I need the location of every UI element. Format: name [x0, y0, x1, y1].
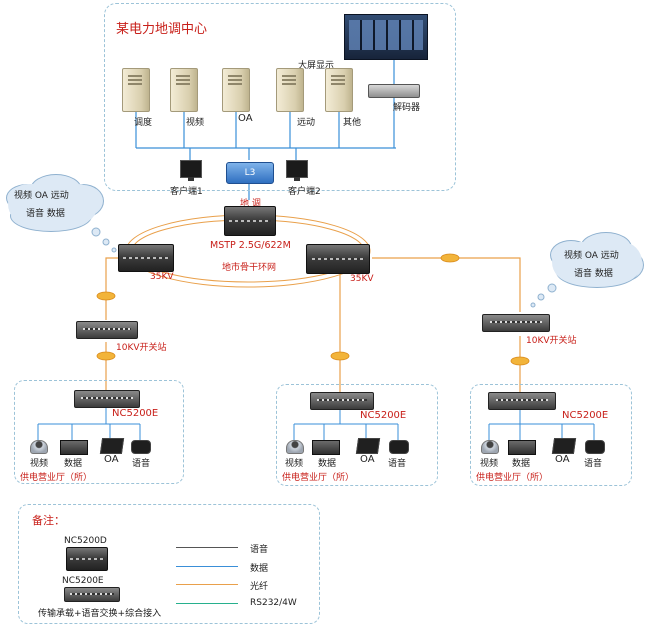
switch-station-right-device — [482, 314, 550, 332]
server-oa — [222, 68, 250, 112]
legend-line-voice — [176, 547, 238, 548]
office-left-ep-data: 数据 — [64, 459, 83, 469]
client2-computer-icon — [286, 160, 308, 181]
switch-station-left-device — [76, 321, 138, 339]
l3-switch-label: L3 — [244, 168, 256, 178]
office-frame-middle — [276, 384, 438, 486]
office-right-hall-label: 供电营业厅（所） — [476, 473, 549, 483]
office-right-ep-data: 数据 — [512, 459, 531, 469]
big-screen-label: 大屏显示 — [298, 61, 335, 71]
l3-switch-icon: L3 — [226, 162, 274, 184]
legend-nc5200e-device — [64, 587, 120, 602]
legend-device2-label: NC5200E — [62, 576, 104, 586]
fiber-markers — [96, 253, 530, 366]
center-data-lines — [135, 60, 396, 200]
office-right-ep-voice: 语音 — [584, 459, 603, 469]
office-middle-ep-oa: OA — [360, 454, 375, 465]
office-middle-data-server-icon — [312, 440, 340, 455]
dispatch-node-label: 地 调 — [240, 199, 261, 209]
office-middle-laptop-icon — [355, 438, 381, 454]
server-label-other: 其他 — [343, 118, 362, 128]
office-middle-camera-icon — [286, 440, 304, 454]
office-frame-right — [470, 384, 632, 486]
switch-station-left-label: 10KV开关站 — [116, 343, 167, 353]
legend-note: 传输承载+语音交换+综合接入 — [38, 609, 162, 619]
office-left-nc5200e-device — [74, 390, 140, 408]
legend-frame — [18, 504, 320, 624]
legend-fiber-label: 光纤 — [250, 582, 269, 592]
office-middle-device-label: NC5200E — [360, 410, 407, 421]
legend-line-fiber — [176, 584, 238, 585]
legend-device1-label: NC5200D — [64, 536, 107, 546]
dispatch-center-frame — [104, 3, 456, 191]
node-35kv-right-label: 35KV — [350, 274, 374, 284]
office-right-camera-icon — [481, 440, 499, 454]
office-right-ep-oa: OA — [555, 454, 570, 465]
office-right-device-label: NC5200E — [562, 410, 609, 421]
office-middle-nc5200e-device — [310, 392, 374, 410]
ring-sub-label: 地市骨干环网 — [222, 263, 277, 273]
office-right-data-server-icon — [508, 440, 536, 455]
office-right-ep-video: 视频 — [480, 459, 499, 469]
office-left-hall-label: 供电营业厅（所） — [20, 473, 93, 483]
office-middle-ep-video: 视频 — [285, 459, 304, 469]
office-right-nc5200e-device — [488, 392, 556, 410]
office-left-phone-icon — [131, 440, 151, 454]
client1-label: 客户端1 — [170, 187, 203, 197]
server-telecontrol — [276, 68, 304, 112]
legend-title: 备注： — [32, 514, 65, 527]
cloud-right-row2: 语音 数据 — [574, 269, 613, 279]
cloud-left-row2: 语音 数据 — [26, 209, 65, 219]
server-video — [170, 68, 198, 112]
office-left-ep-voice: 语音 — [132, 459, 151, 469]
cloud-left-row1: 视频 OA 远动 — [14, 191, 69, 201]
server-label-video: 视频 — [186, 118, 205, 128]
server-label-oa: OA — [238, 113, 253, 124]
office-middle-ep-data: 数据 — [318, 459, 337, 469]
server-label-telecontrol: 远动 — [297, 118, 316, 128]
cloud-right-row1: 视频 OA 远动 — [564, 251, 619, 261]
server-other — [325, 68, 353, 112]
center-title: 某电力地调中心 — [116, 22, 208, 37]
office-left-laptop-icon — [99, 438, 125, 454]
decoder-device — [368, 84, 420, 98]
legend-nc5200d-device — [66, 547, 108, 571]
office-middle-hall-label: 供电营业厅（所） — [282, 473, 355, 483]
office-left-ep-oa: OA — [104, 454, 119, 465]
server-dispatch — [122, 68, 150, 112]
legend-voice-label: 语音 — [250, 545, 269, 555]
node-35kv-left-device — [118, 244, 174, 272]
client1-computer-icon — [180, 160, 202, 181]
office-lines — [37, 408, 595, 440]
cloud-tails — [91, 227, 557, 308]
office-middle-ep-voice: 语音 — [388, 459, 407, 469]
office-left-camera-icon — [30, 440, 48, 454]
node-35kv-left-label: 35KV — [150, 272, 174, 282]
server-label-dispatch: 调度 — [134, 118, 153, 128]
office-left-device-label: NC5200E — [112, 408, 159, 419]
legend-line-data — [176, 566, 238, 567]
office-right-laptop-icon — [551, 438, 577, 454]
legend-line-rs232 — [176, 603, 238, 604]
decoder-label: 解码器 — [393, 103, 421, 113]
legend-data-label: 数据 — [250, 564, 269, 574]
office-right-phone-icon — [585, 440, 605, 454]
office-left-ep-video: 视频 — [30, 459, 49, 469]
office-frame-left — [14, 380, 184, 484]
ring-label: MSTP 2.5G/622M — [210, 240, 291, 251]
client2-label: 客户端2 — [288, 187, 321, 197]
big-screen-display — [344, 14, 428, 60]
node-35kv-right-device — [306, 244, 370, 274]
office-left-data-server-icon — [60, 440, 88, 455]
switch-station-right-label: 10KV开关站 — [526, 336, 577, 346]
office-middle-phone-icon — [389, 440, 409, 454]
dispatch-node-device — [224, 206, 276, 236]
legend-rs232-label: RS232/4W — [250, 598, 297, 608]
